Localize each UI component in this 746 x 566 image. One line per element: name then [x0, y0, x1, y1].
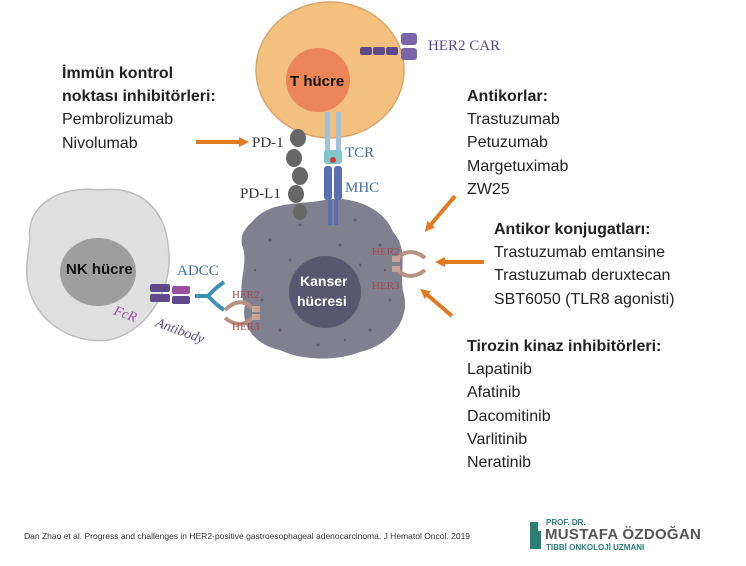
tcr-complex — [324, 112, 342, 164]
antibody-shape — [195, 280, 226, 312]
tki-block: Tirozin kinaz inhibitörleri: Lapatinib A… — [467, 335, 661, 474]
pd1-label: PD-1 — [252, 135, 284, 151]
her2-right-label: HER2 — [372, 246, 400, 258]
her2-left-label: HER2 — [232, 289, 260, 301]
adcc-label: ADCC — [177, 263, 219, 279]
tki-item: Lapatinib — [467, 361, 532, 379]
checkpoint-heading-2: noktası inhibitörleri: — [62, 88, 216, 106]
her-receptor-right — [392, 250, 427, 278]
tki-heading: Tirozin kinaz inhibitörleri: — [467, 338, 662, 355]
citation: Dan Zhao et al. Progress and challenges … — [24, 531, 471, 541]
her3-right-label: HER3 — [372, 280, 400, 292]
tki-item: Neratinib — [467, 454, 532, 472]
mhc-complex — [324, 166, 342, 225]
pd1-pdl1 — [286, 129, 308, 220]
checkpoint-item: Pembrolizumab — [62, 111, 174, 129]
antibody-item: Petuzumab — [467, 134, 548, 152]
t-cell-nucleus — [286, 48, 350, 112]
pdl1-label: PD-L1 — [240, 186, 281, 202]
nk-cell-label: NK hücre — [66, 261, 133, 278]
mhc-label: MHC — [345, 180, 380, 196]
logo-title: PROF. DR. — [546, 518, 586, 527]
conjugate-item: Trastuzumab emtansine — [494, 244, 666, 262]
checkpoint-inhibitors-block: İmmün kontrol noktası inhibitörleri: Pem… — [62, 62, 216, 155]
checkpoint-item: Nivolumab — [62, 134, 138, 152]
cancer-nucleus — [289, 256, 361, 328]
antibodies-block: Antikorlar: Trastuzumab Petuzumab Marget… — [467, 85, 568, 201]
nk-nucleus — [60, 238, 136, 306]
conjugate-item: Trastuzumab deruxtecan — [494, 267, 671, 285]
logo-name: MUSTAFA ÖZDOĞAN — [545, 526, 702, 543]
fcr-receptor — [150, 284, 190, 304]
logo-subtitle: TIBBİ ONKOLOJİ UZMANI — [546, 543, 645, 552]
tcr-label: TCR — [345, 145, 375, 161]
cancer-cell-label-1: Kanser — [300, 273, 348, 289]
cancer-cell — [241, 199, 406, 359]
conjugate-item: SBT6050 (TLR8 agonisti) — [494, 290, 675, 308]
checkpoint-heading-1: İmmün kontrol — [62, 65, 174, 82]
tki-item: Varlitinib — [467, 430, 528, 448]
her2-car-receptor — [360, 33, 417, 60]
tki-item: Dacomitinib — [467, 407, 551, 425]
t-cell-label: T hücre — [290, 73, 345, 90]
logo-mark — [530, 522, 541, 549]
antibody-item: ZW25 — [467, 180, 510, 198]
t-cell — [255, 1, 405, 139]
antibody-item: Trastuzumab — [467, 111, 560, 129]
arrow-antibodies — [424, 194, 457, 232]
conjugates-block: Antikor konjugatları: Trastuzumab emtans… — [494, 218, 675, 311]
antibody-item: Margetuximab — [467, 157, 569, 175]
arrow-tki — [420, 288, 454, 318]
her3-left-label: HER3 — [232, 321, 260, 333]
conjugates-heading: Antikor konjugatları: — [494, 221, 651, 238]
antibodies-heading: Antikorlar: — [467, 88, 548, 105]
nk-cell — [26, 188, 170, 342]
cancer-cell-label-2: hücresi — [297, 293, 347, 309]
tki-item: Afatinib — [467, 384, 521, 402]
her-receptor-left — [223, 300, 260, 326]
arrows — [196, 137, 484, 318]
her2-car-label: HER2 CAR — [428, 38, 501, 54]
cancer-cell-dots — [253, 218, 392, 347]
